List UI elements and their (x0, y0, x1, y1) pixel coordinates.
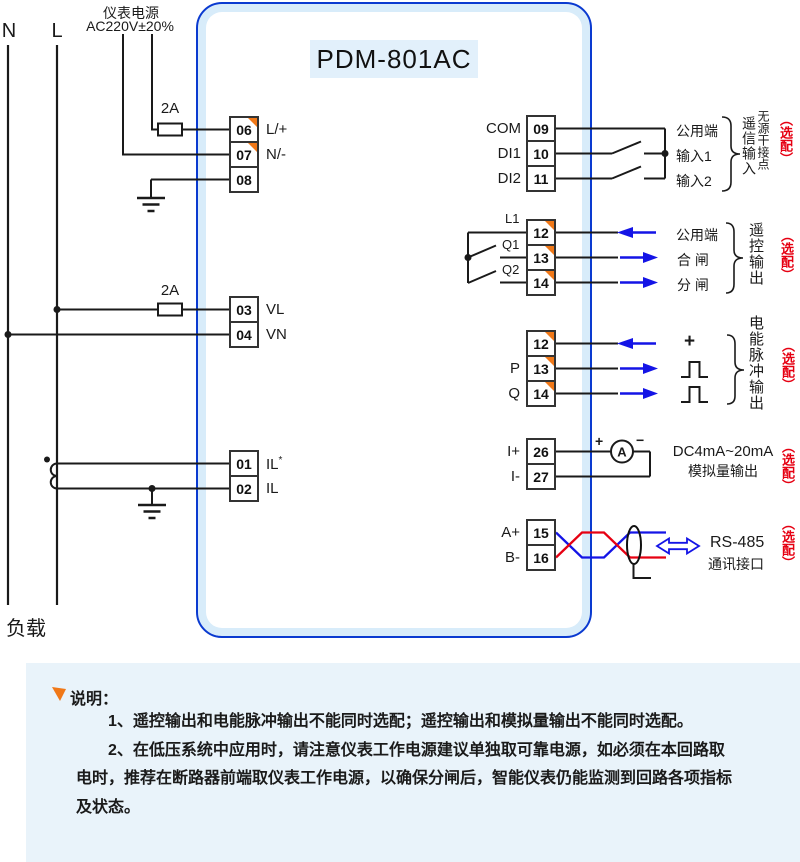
i-plus-label: I+ (507, 443, 520, 460)
terminal-02-label: IL (266, 480, 279, 497)
notes-body: 1、遥控输出和电能脉冲输出不能同时选配；遥控输出和模拟量输出不能同时选配。 2、… (76, 708, 738, 822)
terminal-04: 04 (229, 321, 259, 348)
l-line-label: L (51, 20, 63, 42)
q2-label: Q2 (502, 262, 520, 277)
b-minus-label: B- (505, 549, 520, 566)
brace-icon (721, 116, 741, 192)
current-transformer-icon (44, 456, 229, 504)
q1-label: Q1 (502, 237, 520, 252)
terminal-15: 15 (526, 519, 556, 546)
remote-common-label: 公用端 (676, 227, 718, 243)
meter-plus-label: + (595, 433, 604, 449)
analog-range-label: DC4mA~20mA (672, 443, 774, 460)
analog-section-label: 模拟量输出 (688, 463, 758, 479)
terminal-11: 11 (526, 165, 556, 192)
notes-heading: 说明： (70, 691, 119, 708)
supply-spec-label: AC220V±20% (86, 18, 174, 34)
fuse-rating-label: 2A (160, 100, 180, 117)
rs485-name-label: RS-485 (710, 534, 765, 551)
arrow-left-icon (617, 338, 656, 349)
remote-close-label: 合 闸 (677, 252, 709, 268)
di-type-label: 无源干接点 (756, 110, 770, 170)
arrow-left-icon (617, 227, 656, 238)
di-wiring (556, 127, 669, 180)
meter-minus-label: − (636, 432, 645, 448)
terminal-03-label: VL (266, 301, 285, 318)
double-arrow-icon (655, 536, 701, 556)
notes-panel: 说明： 1、遥控输出和电能脉冲输出不能同时选配；遥控输出和模拟量输出不能同时选配… (26, 663, 800, 862)
com-label: COM (486, 120, 521, 137)
brace-icon (725, 222, 744, 294)
terminal-10: 10 (526, 140, 556, 167)
rs485-optional-badge: （选配） (780, 517, 795, 569)
remote-wiring (464, 231, 618, 284)
pulse-section-label: 电能脉冲输出 (747, 315, 764, 411)
i-minus-label: I- (510, 468, 520, 485)
pulse-optional-badge: （选配） (780, 339, 795, 391)
p-label: P (509, 360, 520, 377)
terminal-06-label: L/+ (266, 121, 288, 138)
terminal-03: 03 (229, 296, 259, 323)
analog-wiring (556, 439, 651, 478)
terminal-12-pulse: 12 (526, 330, 556, 357)
voltage-wiring (4, 302, 229, 338)
fuse-rating-label: 2A (160, 282, 180, 299)
di-common-label: 公用端 (676, 123, 718, 139)
di-input2-label: 输入2 (676, 173, 712, 189)
note-item-1: 1、遥控输出和电能脉冲输出不能同时选配；遥控输出和模拟量输出不能同时选配。 (108, 713, 693, 730)
n-line-label: N (1, 20, 17, 42)
power-supply-wiring (122, 34, 229, 197)
arrow-right-icon (620, 252, 658, 288)
terminal-09: 09 (526, 115, 556, 142)
remote-open-label: 分 闸 (677, 277, 709, 293)
supply-name-label: 仪表电源 (103, 5, 159, 21)
terminal-26: 26 (526, 438, 556, 465)
a-plus-label: A+ (501, 524, 520, 541)
device-title: PDM-801AC (310, 40, 478, 78)
l1-label: L1 (505, 211, 520, 226)
terminal-04-label: VN (266, 326, 287, 343)
pulse-plus-label: + (684, 331, 696, 352)
load-label: 负载 (6, 618, 46, 640)
rs485-wiring (555, 525, 666, 579)
brace-icon (726, 334, 745, 405)
terminal-12-remote: 12 (526, 219, 556, 246)
note-item-2: 2、在低压系统中应用时，请注意仪表工作电源建议单独取可靠电源，如必须在本回路取电… (76, 741, 733, 816)
ammeter-letter: A (617, 445, 627, 460)
terminal-13-remote: 13 (526, 244, 556, 271)
mains-lines (6, 45, 59, 605)
q-label: Q (508, 385, 520, 402)
terminal-07-label: N/- (266, 146, 286, 163)
terminal-27: 27 (526, 463, 556, 490)
fuse-icon (157, 302, 183, 317)
terminal-13-pulse: 13 (526, 355, 556, 382)
fuse-icon (157, 122, 183, 137)
terminal-16: 16 (526, 544, 556, 571)
analog-optional-badge: （选配） (780, 440, 795, 492)
remote-section-label: 遥控输出 (747, 222, 764, 286)
terminal-06: 06 (229, 116, 259, 143)
arrow-right-icon (620, 363, 658, 399)
terminal-01: 01 (229, 450, 259, 477)
di1-label: DI1 (497, 145, 521, 162)
di2-label: DI2 (497, 170, 521, 187)
terminal-14-remote: 14 (526, 269, 556, 296)
terminal-14-pulse: 14 (526, 380, 556, 407)
terminal-01-label: IL* (266, 455, 283, 473)
remote-optional-badge: （选配） (779, 229, 794, 281)
di-input1-label: 输入1 (676, 148, 712, 164)
notes-marker-icon (52, 687, 66, 701)
pulse-wiring (556, 342, 618, 395)
rs485-port-label: 通讯接口 (708, 556, 764, 572)
terminal-08: 08 (229, 166, 259, 193)
ground-icon (138, 503, 166, 520)
terminal-07: 07 (229, 141, 259, 168)
pulse-wave-icon (681, 361, 708, 403)
ground-icon (137, 196, 165, 213)
di-optional-badge: （选配） (778, 113, 793, 165)
di-section-label: 遥信输入 (741, 116, 757, 176)
terminal-02: 02 (229, 475, 259, 502)
